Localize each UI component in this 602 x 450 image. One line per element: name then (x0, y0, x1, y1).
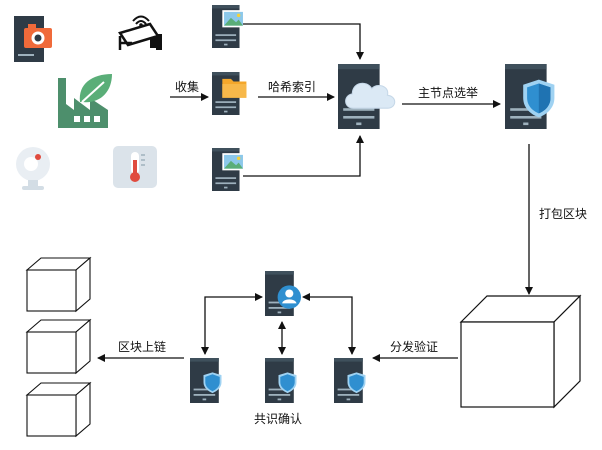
label-distribute-verify: 分发验证 (390, 339, 438, 354)
webcam-icon (16, 147, 50, 190)
factory-leaf-icon (58, 74, 112, 128)
shield-server-icon (265, 358, 297, 403)
user-server-icon (265, 271, 301, 316)
server-image-icon (212, 148, 245, 191)
arrow-consensus-left (201, 293, 263, 355)
chain-block-3 (25, 381, 92, 438)
label-master-select: 主节点选举 (418, 86, 478, 100)
shield-server-icon (190, 358, 222, 403)
thermometer-icon (113, 146, 157, 188)
shield-server-icon (505, 64, 555, 129)
arrow-top-to-cloud (243, 23, 364, 60)
label-chain: 区块上链 (118, 339, 166, 354)
chain-block-1 (25, 256, 92, 313)
connectors (97, 23, 533, 362)
camera-icon (14, 16, 52, 62)
arrow-consensus-right (302, 293, 356, 355)
cloud-server-icon (338, 64, 396, 129)
server-image-icon (212, 5, 245, 48)
server-folder-icon (212, 72, 247, 115)
arrow-bottom-to-cloud (243, 135, 364, 177)
label-collect: 收集 (175, 79, 199, 94)
label-consensus: 共识确认 (254, 412, 302, 426)
shield-server-icon (334, 358, 366, 403)
cctv-camera-icon (118, 15, 162, 50)
block-cube-icon (459, 294, 582, 409)
chain-block-2 (25, 318, 92, 375)
label-hash-index: 哈希索引 (268, 79, 316, 94)
label-pack-block: 打包区块 (539, 207, 587, 221)
